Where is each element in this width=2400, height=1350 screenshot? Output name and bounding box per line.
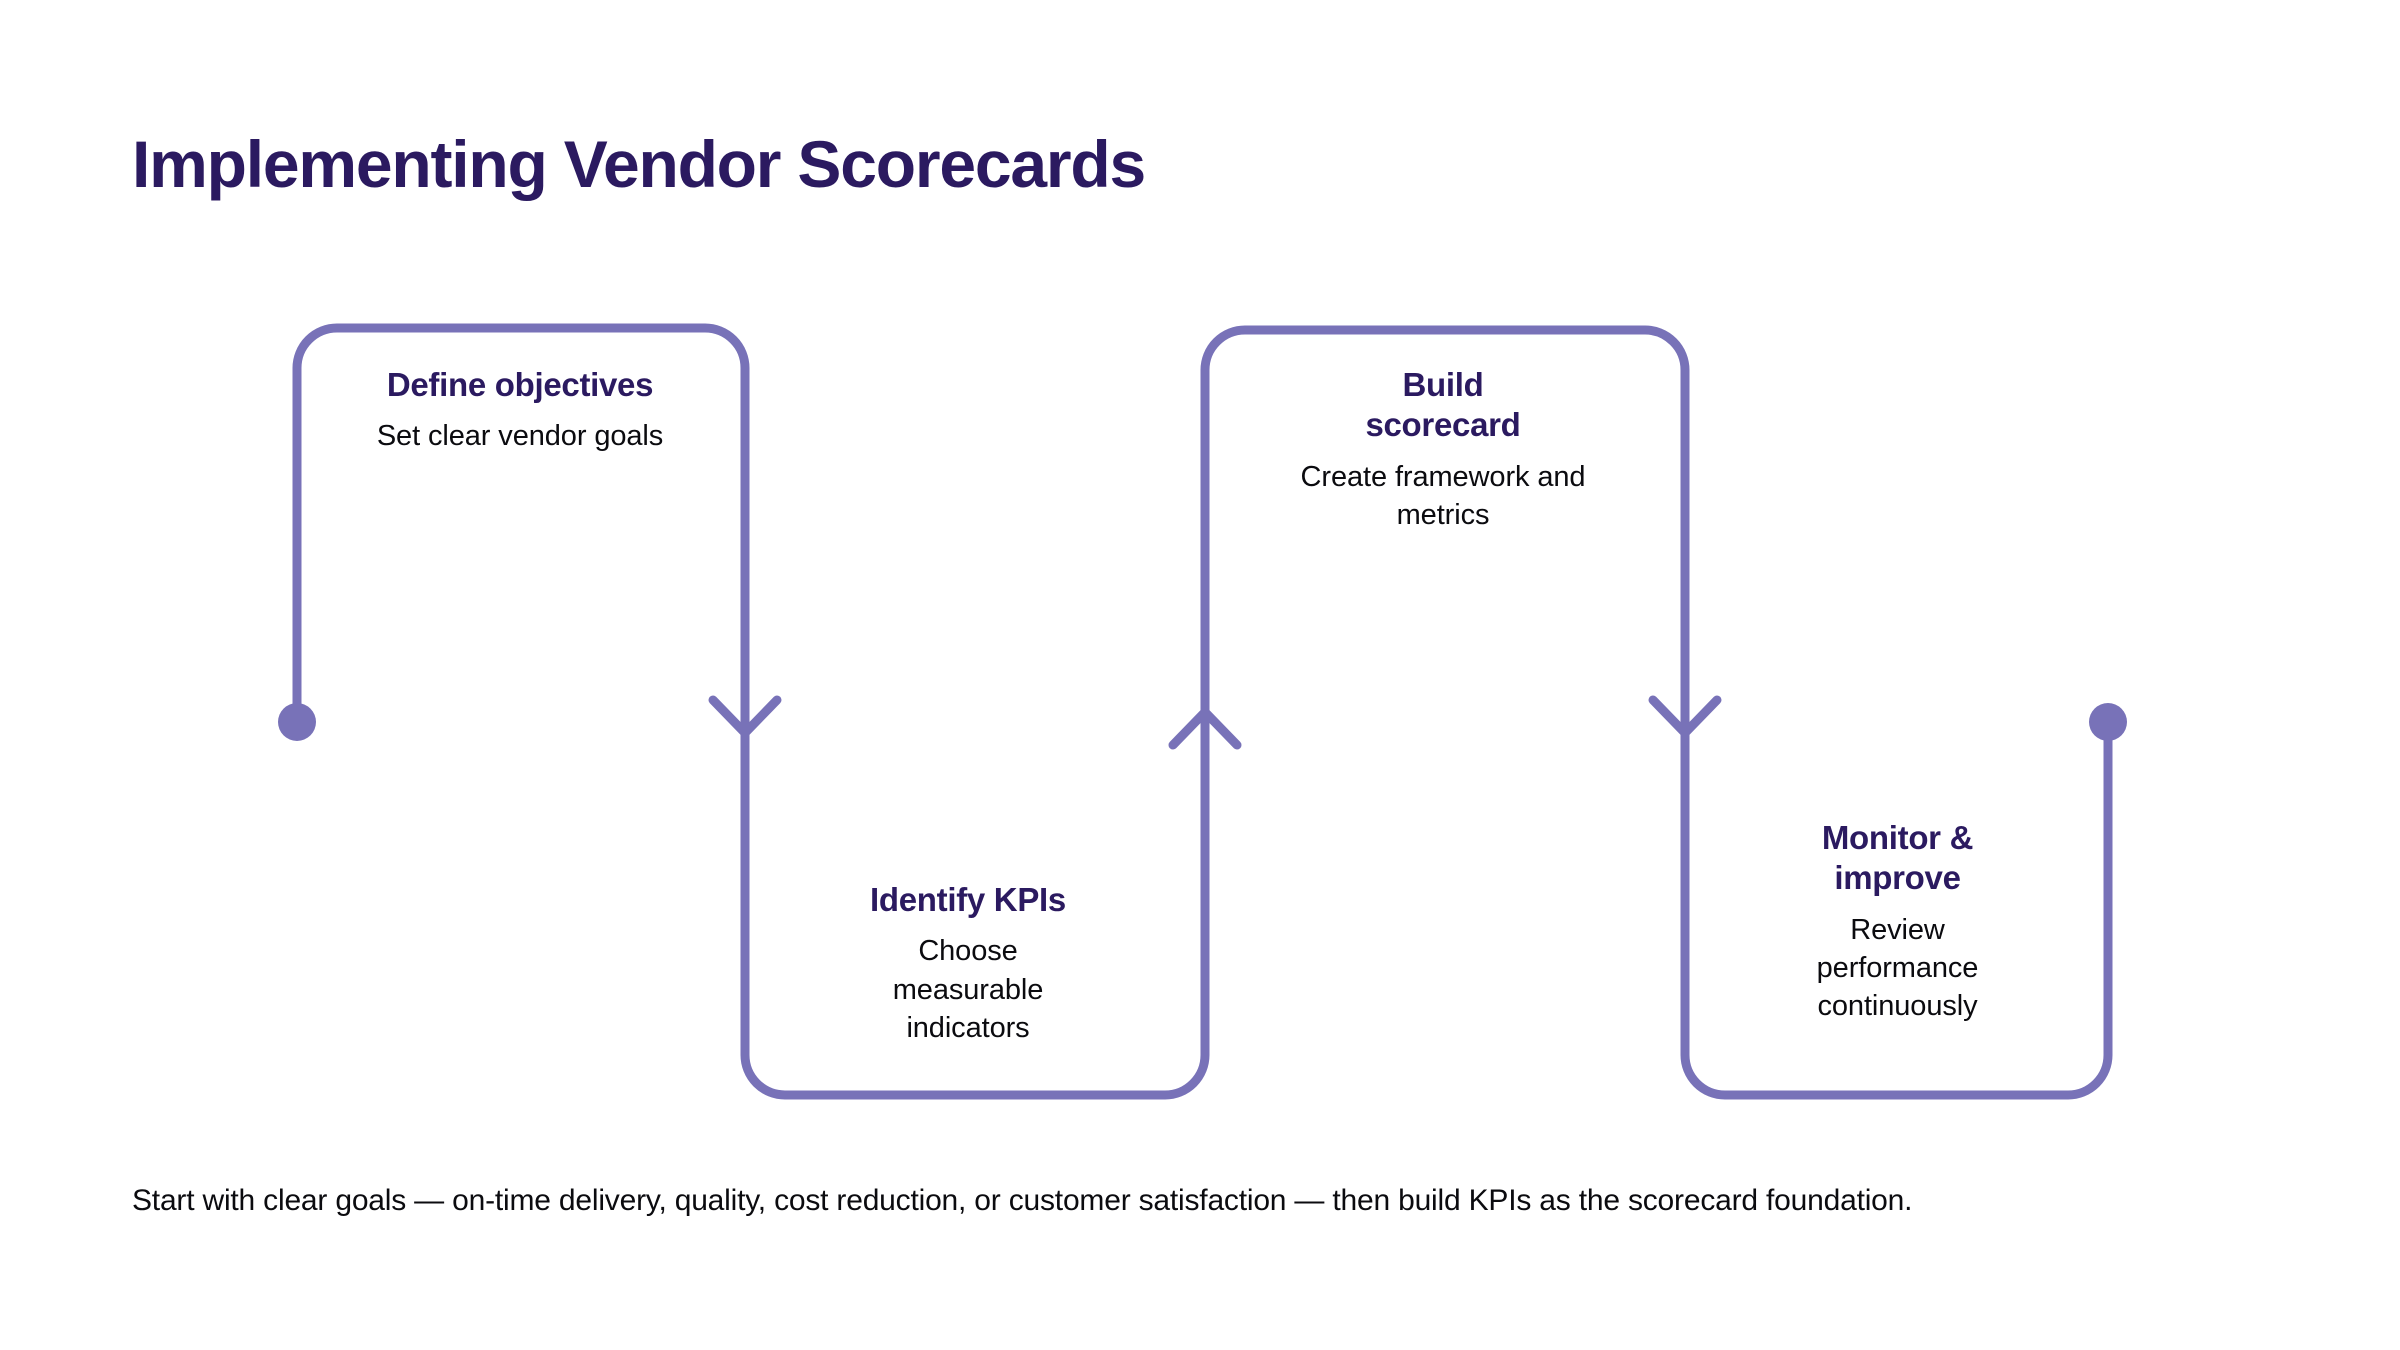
end-dot-icon [2089,703,2127,741]
step-node-define-objectives[interactable]: Define objectives Set clear vendor goals [300,365,740,456]
start-dot-icon [278,703,316,741]
step-node-build-scorecard[interactable]: Build scorecard Create framework and met… [1208,365,1678,534]
step-description: Choose measurable indicators [892,935,1044,1044]
step-node-identify-kpis[interactable]: Identify KPIs Choose measurable indicato… [748,880,1188,1047]
step-description: Create framework and metrics [1300,460,1586,531]
step-description: Review performance continuously [1816,913,1979,1023]
step-description: Set clear vendor goals [376,420,664,453]
step-title: Identify KPIs [870,881,1066,918]
arrow-down-2-icon [1648,695,1722,738]
step-title: Monitor & improve [1821,819,1974,897]
footer-caption: Start with clear goals — on-time deliver… [132,1184,1913,1217]
arrow-up-1-icon [1168,707,1242,750]
step-node-monitor-improve[interactable]: Monitor & improve Review performance con… [1690,818,2105,1025]
step-title: Define objectives [386,366,654,403]
step-title: Build scorecard [1365,366,1521,444]
page-title: Implementing Vendor Scorecards [132,127,1146,201]
arrow-down-1-icon [708,695,782,738]
